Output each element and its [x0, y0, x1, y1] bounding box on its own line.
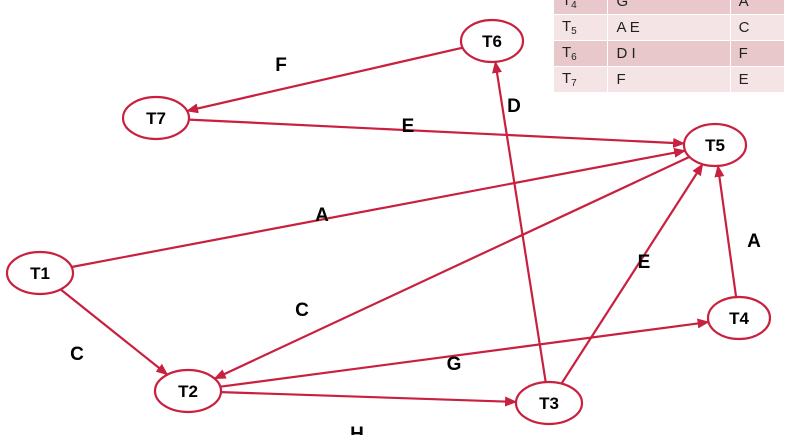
task-subscript: 5: [571, 26, 577, 37]
edge-labels-layer: F E D A C C G E A H: [70, 55, 761, 435]
edge-label: A: [315, 205, 329, 226]
edge-t3-to-t5: [560, 163, 704, 385]
node-label: T4: [729, 309, 749, 328]
node-label: T3: [539, 394, 559, 413]
edge-t4-to-t5: [714, 164, 738, 298]
node-ellipse: [682, 122, 748, 168]
task-cell: T4: [552, 0, 609, 15]
task-letter: T: [562, 70, 572, 87]
edge-label: E: [638, 252, 651, 273]
node-ellipse: [121, 95, 191, 141]
inputs-cell: D I: [607, 40, 731, 67]
task-letter: T: [562, 18, 572, 35]
edges-layer: [59, 46, 738, 407]
node-ellipse: [459, 18, 525, 64]
node-ellipse: [514, 380, 584, 426]
edge-label: G: [447, 354, 462, 375]
inputs-cell: F: [607, 66, 731, 93]
edge-t1-to-t5: [71, 147, 687, 269]
edge-label: C: [70, 344, 84, 365]
task-cell: T5: [552, 14, 609, 41]
output-cell: E: [729, 66, 785, 93]
output-cell: F: [729, 40, 785, 67]
edge-label: E: [402, 116, 415, 137]
node-label: T6: [482, 32, 502, 51]
inputs-cell: G: [607, 0, 731, 15]
task-cell: T6: [552, 40, 609, 67]
node-label: T1: [30, 264, 50, 283]
task-letter: T: [562, 44, 572, 61]
edge-t6-to-t7: [186, 46, 463, 114]
node-ellipse: [5, 250, 75, 296]
task-cell: T7: [552, 66, 609, 93]
node-label: T2: [178, 382, 198, 401]
edge-t2-to-t3: [220, 390, 518, 407]
node-ellipse: [706, 295, 772, 341]
edge-label: D: [507, 96, 521, 117]
node-label: T5: [705, 136, 725, 155]
node-t5: T5: [682, 122, 748, 168]
edge-label: C: [295, 300, 309, 321]
edge-t5-to-t2: [213, 155, 690, 380]
node-t4: T4: [706, 295, 772, 341]
edge-t7-to-t5: [188, 118, 686, 148]
node-t1: T1: [5, 250, 75, 296]
task-subscript: 4: [571, 0, 577, 11]
node-t3: T3: [514, 380, 584, 426]
node-t7: T7: [121, 95, 191, 141]
inputs-cell: A E: [607, 14, 731, 41]
edge-t1-to-t2: [59, 288, 169, 376]
task-letter: T: [562, 0, 572, 9]
edge-t2-to-t4: [220, 318, 710, 388]
output-cell: C: [729, 14, 785, 41]
edge-label: H: [350, 424, 364, 435]
node-ellipse: [153, 368, 223, 414]
task-subscript: 6: [571, 52, 577, 63]
task-subscript: 7: [571, 78, 577, 89]
node-t2: T2: [153, 368, 223, 414]
output-cell: A: [729, 0, 785, 15]
edge-label: F: [275, 55, 287, 76]
edge-t3-to-t6: [492, 60, 547, 383]
edge-label: A: [747, 231, 761, 252]
node-t6: T6: [459, 18, 525, 64]
node-label: T7: [146, 109, 166, 128]
